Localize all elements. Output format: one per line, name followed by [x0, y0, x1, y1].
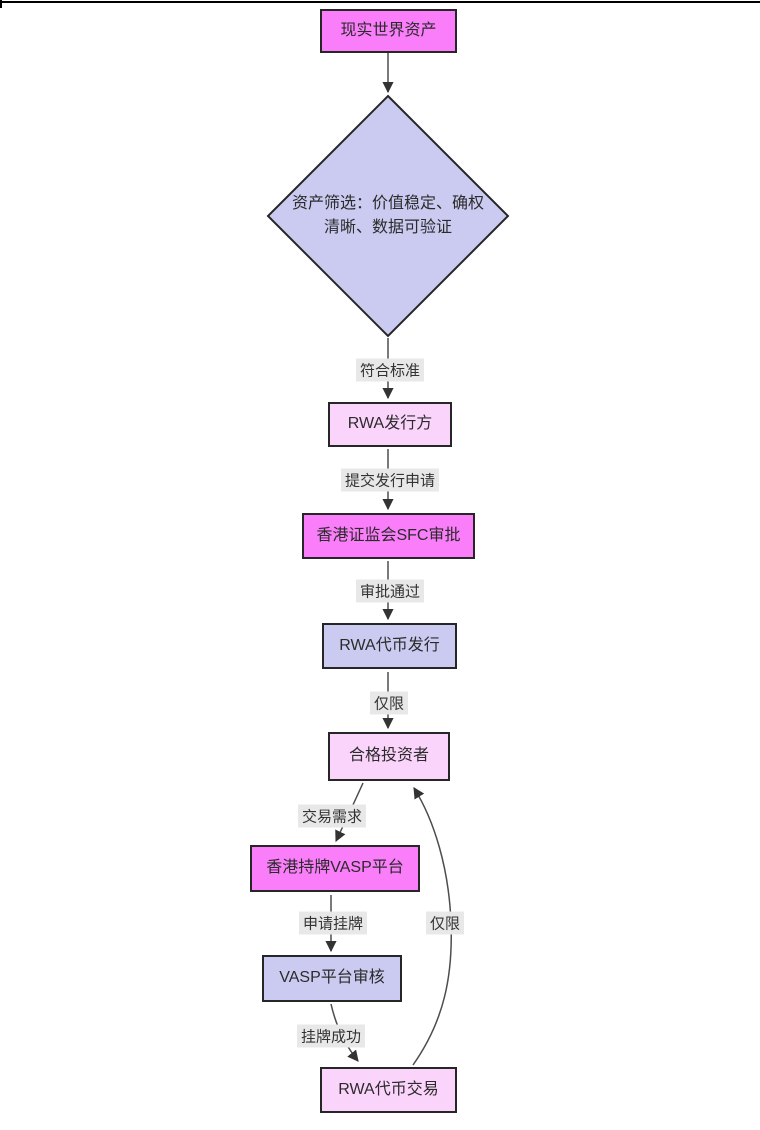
top-left-corner-tick — [0, 0, 2, 8]
node-label: 现实世界资产 — [340, 21, 437, 39]
node-label: 合格投资者 — [348, 747, 429, 765]
edge-label-approval-passed: 审批通过 — [355, 579, 425, 603]
node-label: 资产筛选：价值稳定、确权 清晰、数据可验证 — [291, 195, 484, 236]
edge-label-trading-demand: 交易需求 — [297, 804, 367, 828]
edge-label-limited-to-2: 仅限 — [425, 911, 465, 935]
node-rwa-issuer: RWA发行方 — [328, 402, 452, 447]
edge-label-limited-to-1: 仅限 — [369, 691, 409, 715]
node-sfc-approval: 香港证监会SFC审批 — [302, 513, 475, 559]
node-label: 香港证监会SFC审批 — [316, 526, 461, 544]
decision-diamond-shape — [266, 94, 510, 338]
node-label: VASP平台审核 — [279, 969, 385, 987]
top-border-line — [0, 1, 760, 3]
node-label: RWA发行方 — [347, 415, 433, 433]
node-vasp-platform: 香港持牌VASP平台 — [250, 845, 420, 892]
node-rwa-token-trading: RWA代币交易 — [320, 1067, 457, 1113]
node-rwa-token-issuance: RWA代币发行 — [322, 623, 457, 669]
edge-label-listing-success: 挂牌成功 — [296, 1024, 366, 1048]
node-qualified-investors: 合格投资者 — [328, 732, 450, 781]
node-label: RWA代币发行 — [339, 636, 440, 654]
node-real-world-assets: 现实世界资产 — [320, 9, 457, 53]
node-label: 香港持牌VASP平台 — [266, 859, 404, 877]
node-label: RWA代币交易 — [338, 1080, 439, 1098]
edge-label-meets-criteria: 符合标准 — [355, 358, 425, 382]
edge-label-apply-for-listing: 申请挂牌 — [298, 911, 368, 935]
node-vasp-review: VASP平台审核 — [262, 955, 402, 1002]
edge-label-submit-application: 提交发行申请 — [340, 468, 440, 492]
node-asset-screening: 资产筛选：价值稳定、确权 清晰、数据可验证 — [268, 178, 508, 254]
